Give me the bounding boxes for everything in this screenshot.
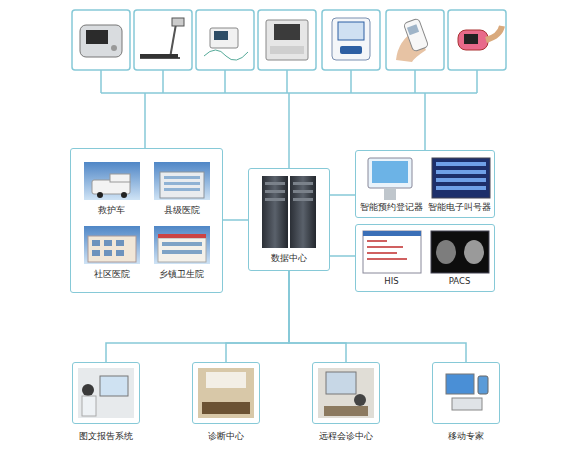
system-item: PACS bbox=[427, 227, 493, 289]
system-item: 智能电子叫号器 bbox=[427, 153, 493, 215]
node-label: 数据中心 bbox=[249, 253, 329, 264]
medical-device bbox=[396, 18, 429, 62]
terminal-box: 图文报告系统 bbox=[72, 362, 140, 424]
facility-item: 救护车 bbox=[78, 158, 146, 218]
group-box: 救护车县级医院社区医院乡镇卫生院 bbox=[70, 148, 223, 293]
group-box: HISPACS bbox=[355, 224, 495, 292]
medical-device bbox=[80, 25, 122, 57]
node-label: 县级医院 bbox=[148, 205, 216, 216]
system-item: 智能预约登记器 bbox=[359, 153, 425, 215]
device-frame bbox=[72, 10, 506, 70]
medical-device bbox=[266, 20, 308, 60]
group-box: 智能预约登记器智能电子叫号器 bbox=[355, 150, 495, 218]
server-rack bbox=[262, 176, 316, 248]
medical-device bbox=[458, 26, 502, 50]
facility-item: 乡镇卫生院 bbox=[148, 222, 216, 282]
terminal-box: 远程会诊中心 bbox=[312, 362, 380, 424]
node-label: 智能预约登记器 bbox=[359, 202, 425, 213]
facility-item: 社区医院 bbox=[78, 222, 146, 282]
node-label: 救护车 bbox=[78, 205, 146, 216]
connector-line bbox=[330, 255, 355, 257]
system-item: HIS bbox=[359, 227, 425, 289]
connector-line bbox=[223, 219, 248, 221]
node-label: 社区医院 bbox=[78, 269, 146, 280]
medical-device bbox=[140, 18, 184, 58]
connector-line bbox=[330, 194, 355, 196]
node-label: 移动专家 bbox=[413, 431, 519, 442]
connector-line bbox=[289, 271, 346, 362]
medical-device bbox=[332, 18, 370, 60]
bus-wire bbox=[101, 70, 477, 168]
connector-line bbox=[226, 271, 289, 362]
node-label: HIS bbox=[359, 276, 425, 287]
system-screen bbox=[363, 158, 490, 273]
node-label: PACS bbox=[427, 276, 493, 287]
terminal-box: 诊断中心 bbox=[192, 362, 260, 424]
connector-line bbox=[106, 271, 289, 362]
terminal-box: 移动专家 bbox=[432, 362, 500, 424]
node-label: 图文报告系统 bbox=[53, 431, 159, 442]
node-label: 诊断中心 bbox=[173, 431, 279, 442]
node-label: 智能电子叫号器 bbox=[427, 202, 493, 213]
medical-device bbox=[204, 28, 248, 60]
connector-line bbox=[289, 271, 466, 362]
data-center-box: 数据中心 bbox=[248, 168, 330, 271]
node-label: 乡镇卫生院 bbox=[148, 269, 216, 280]
node-label: 远程会诊中心 bbox=[293, 431, 399, 442]
facility-item: 县级医院 bbox=[148, 158, 216, 218]
